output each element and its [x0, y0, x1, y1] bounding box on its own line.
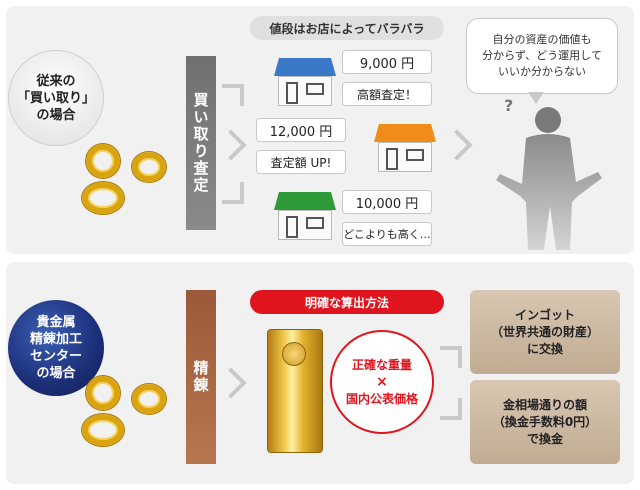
- shop-door: [386, 148, 398, 170]
- cash-line-1: 金相場通りの額: [502, 397, 587, 412]
- shop-orange-icon: [374, 124, 436, 172]
- speech-line-3: いいか分からない: [498, 65, 586, 78]
- shop-window: [306, 217, 324, 229]
- ring-3: [82, 182, 124, 214]
- speech-bubble-tail: [528, 92, 544, 104]
- ingot-line-1: インゴット: [514, 307, 575, 322]
- cash-line-2: （換金手数料0円）: [492, 414, 598, 429]
- traditional-badge: 従来の 「買い取り」 の場合: [8, 50, 104, 146]
- refining-bar: 精錬: [186, 290, 216, 464]
- shop-3-price: 10,000 円: [342, 190, 432, 214]
- speech-line-2: 分からず、どう運用して: [482, 49, 602, 62]
- formula-multiply-icon: ×: [376, 373, 388, 390]
- arrow-down-right-icon: [440, 398, 462, 420]
- price-varies-header: 値段はお店によってバラバラ: [250, 16, 444, 40]
- appraisal-bar: 買い取り査定: [186, 56, 216, 230]
- shop-1-note: 高額査定！: [342, 82, 432, 106]
- traditional-badge-line-2: 「買い取り」: [16, 90, 95, 106]
- gold-ingot-seal: [282, 342, 306, 366]
- traditional-badge-line-3: の場合: [36, 107, 76, 123]
- shop-2-price: 12,000 円: [256, 118, 346, 142]
- speech-line-1: 自分の資産の価値も: [492, 33, 592, 46]
- formula-price: 国内公表価格: [345, 391, 418, 406]
- shop-blue-icon: [274, 58, 336, 106]
- ring-1: [86, 144, 120, 178]
- confused-person-icon: [496, 107, 602, 250]
- precious-badge-line-3: センター: [29, 349, 82, 364]
- precious-badge-line-2: 精錬加工: [29, 332, 82, 347]
- shop-window: [406, 149, 424, 161]
- arrow-down-right-icon: [222, 182, 244, 204]
- shop-window: [306, 83, 324, 95]
- question-mark-icon: ?: [504, 96, 514, 115]
- ring-2: [132, 384, 166, 414]
- shop-1-price: 9,000 円: [342, 50, 432, 74]
- ingot-exchange-box: インゴット （世界共通の財産） に交換: [470, 290, 620, 374]
- shop-green-icon: [274, 192, 336, 240]
- arrow-up-right-icon: [440, 346, 462, 368]
- cash-exchange-box: 金相場通りの額 （換金手数料0円） で換金: [470, 380, 620, 464]
- shop-roof: [374, 124, 436, 142]
- precious-metal-badge: 貴金属 精錬加工 センター の場合: [8, 300, 104, 396]
- shop-roof: [274, 58, 336, 76]
- ring-2: [132, 152, 166, 182]
- shop-3-note: どこよりも高く…: [342, 222, 432, 246]
- precious-badge-line-1: 貴金属: [36, 315, 76, 330]
- shop-door: [286, 216, 298, 238]
- gold-rings-image: [78, 372, 186, 452]
- traditional-badge-line-1: 従来の: [36, 73, 76, 89]
- shop-roof: [274, 192, 336, 210]
- ingot-line-2: （世界共通の財産）: [490, 324, 599, 339]
- ring-1: [86, 376, 120, 410]
- formula-weight: 正確な重量: [351, 357, 412, 372]
- ring-3: [82, 414, 124, 446]
- clear-calculation-header: 明確な算出方法: [250, 290, 444, 314]
- cash-line-3: で換金: [526, 431, 563, 446]
- precious-badge-line-4: の場合: [36, 366, 76, 381]
- ingot-line-3: に交換: [526, 341, 563, 356]
- shop-2-note: 査定額 UP!: [256, 150, 346, 174]
- shop-door: [286, 82, 298, 104]
- gold-rings-image: [78, 140, 186, 220]
- formula-circle: 正確な重量 × 国内公表価格: [330, 330, 434, 434]
- arrow-up-right-icon: [222, 84, 244, 106]
- confused-speech-bubble: 自分の資産の価値も 分からず、どう運用して いいか分からない: [466, 18, 618, 94]
